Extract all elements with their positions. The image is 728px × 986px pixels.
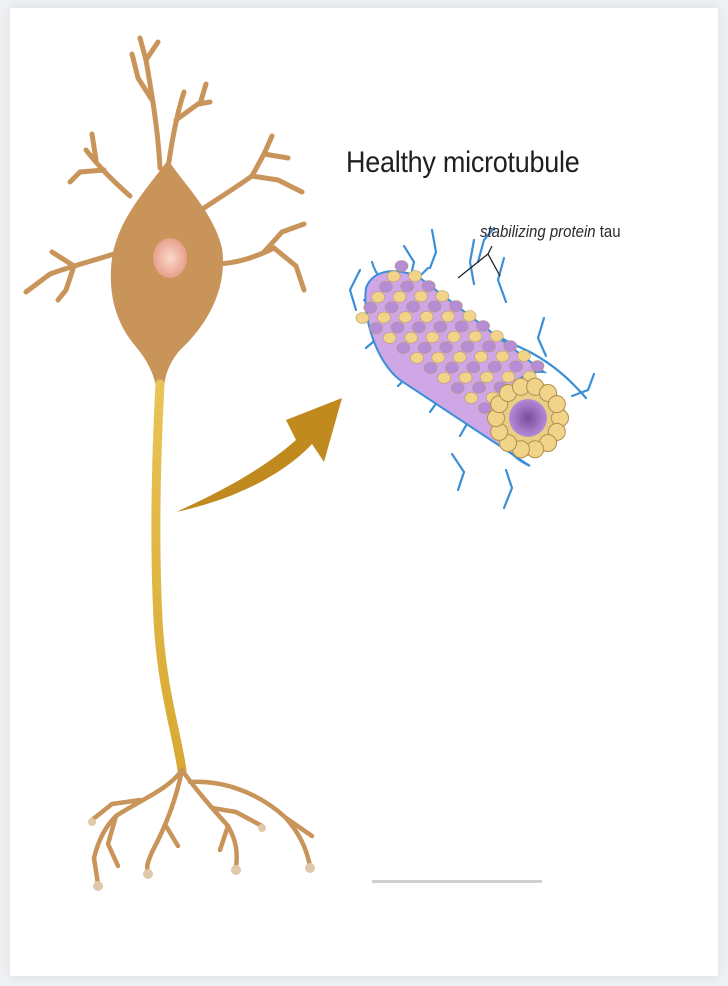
tubulin-dimer (377, 312, 390, 323)
tubulin-dimer (504, 341, 517, 352)
zoom-arrow (176, 398, 342, 512)
ring-subunit (548, 396, 565, 413)
tubulin-dimer (475, 351, 488, 362)
tubulin-dimer (469, 331, 482, 342)
tubulin-dimer (473, 382, 486, 393)
tubulin-dimer (465, 393, 478, 404)
tubulin-dimer (387, 271, 400, 282)
tubulin-dimer (420, 311, 433, 322)
tubulin-dimer (370, 323, 383, 334)
tubulin-dimer (449, 301, 462, 312)
tubulin-dimer (428, 301, 441, 312)
tubulin-dimer (445, 362, 458, 373)
tubulin-dimer (393, 291, 406, 302)
tubulin-dimer (438, 373, 451, 384)
terminal-buttons (88, 818, 315, 891)
tubulin-dimer (397, 343, 410, 354)
tubulin-dimer (496, 351, 509, 362)
tau-label: stabilizing protein tau (480, 222, 621, 242)
tubulin-dimer (440, 342, 453, 353)
tubulin-dimer (356, 313, 369, 324)
tubulin-dimer (531, 361, 544, 372)
tubulin-dimer (391, 322, 404, 333)
tubulin-dimer (447, 331, 460, 342)
tubulin-dimer (459, 372, 472, 383)
tubulin-dimer (424, 363, 437, 374)
tubulin-dimer (426, 332, 439, 343)
tubulin-dimer (517, 351, 530, 362)
tubulin-dimer (436, 291, 449, 302)
tubulin-dimer (455, 321, 468, 332)
tubulin-dimer (379, 281, 392, 292)
tubulin-dimer (418, 342, 431, 353)
tubulin-dimer (364, 302, 377, 313)
tubulin-dimer (442, 311, 455, 322)
tubulin-dimer (453, 352, 466, 363)
tubulin-dimer (401, 281, 414, 292)
tubulin-dimer (477, 321, 490, 332)
nucleus (153, 238, 187, 278)
tubulin-dimer (482, 341, 495, 352)
tubulin-dimer (432, 352, 445, 363)
tubulin-dimer (383, 333, 396, 344)
tubulin-dimer (372, 292, 385, 303)
axon (156, 384, 182, 770)
tau-callout-lines (458, 246, 500, 278)
tubulin-dimer (480, 372, 493, 383)
axon-terminals (92, 770, 312, 884)
tau-label-plain: tau (596, 222, 621, 241)
tubulin-dimer (407, 301, 420, 312)
tubulin-dimer (414, 291, 427, 302)
tubulin-dimer (405, 332, 418, 343)
tubulin-dimer (395, 261, 408, 272)
microtubule (350, 228, 594, 508)
tubulin-dimer (434, 321, 447, 332)
tubulin-dimer (399, 312, 412, 323)
tubulin-dimer (410, 353, 423, 364)
tubulin-dimer (467, 362, 480, 373)
tau-label-italic: stabilizing protein (480, 222, 596, 241)
tubulin-dimer (488, 361, 501, 372)
tubulin-dimer (502, 371, 515, 382)
tubulin-dimer (451, 383, 464, 394)
tubulin-dimer (461, 341, 474, 352)
tubulin-dimer (422, 281, 435, 292)
tubulin-dimer (412, 322, 425, 333)
tubulin-dimer (409, 271, 422, 282)
tubulin-dimer (385, 302, 398, 313)
tubulin-dimer (463, 311, 476, 322)
tubulin-dimer (510, 361, 523, 372)
footer-artifact (372, 880, 542, 883)
tubulin-dimer (490, 331, 503, 342)
tube-lumen (509, 399, 547, 437)
diagram-title: Healthy microtubule (346, 146, 579, 180)
